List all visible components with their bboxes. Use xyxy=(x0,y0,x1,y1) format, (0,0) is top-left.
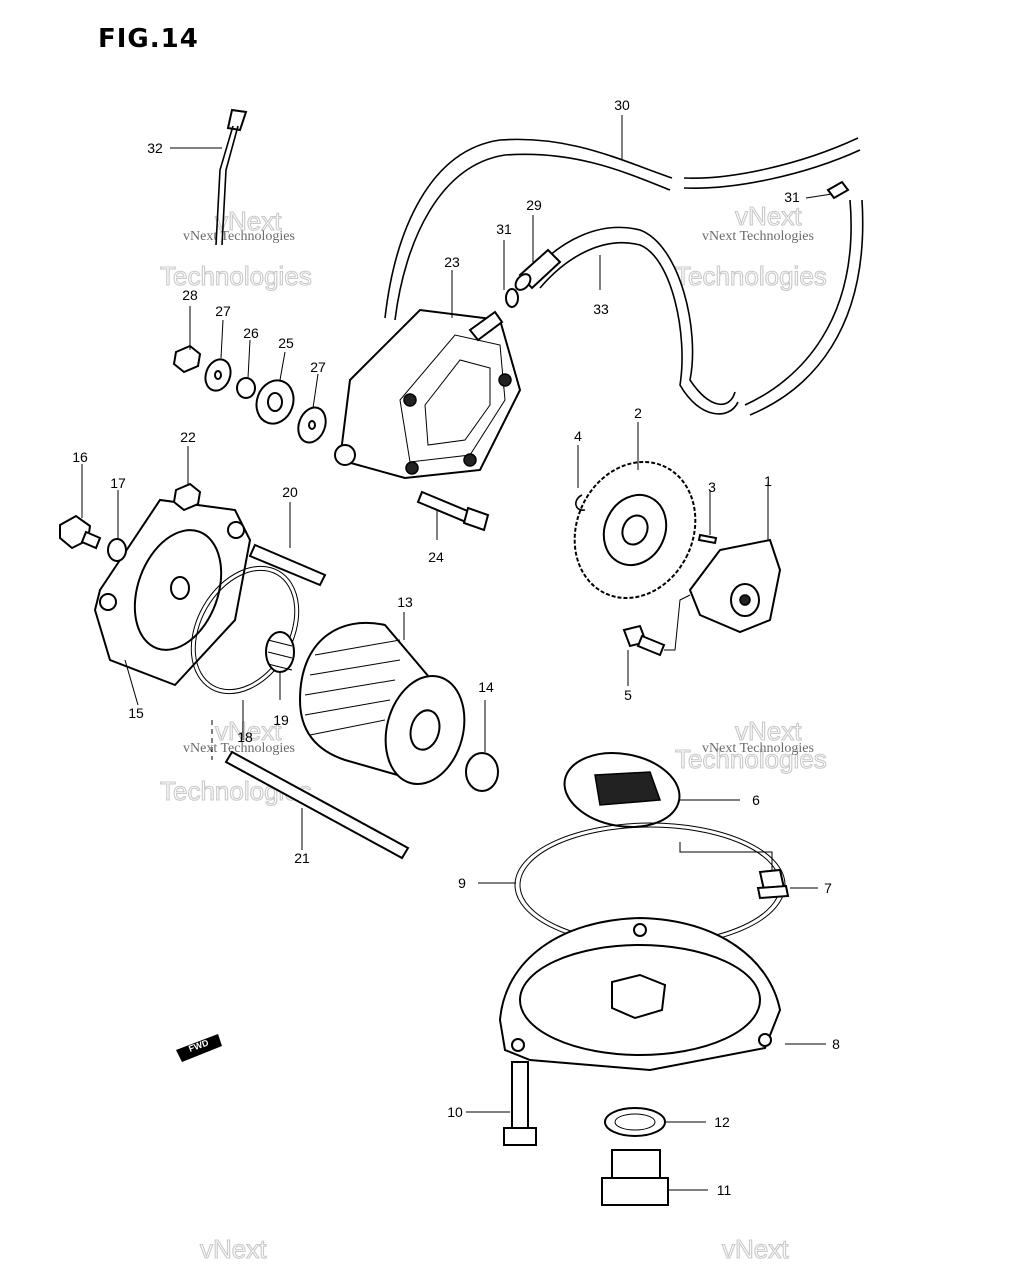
callout-26: 26 xyxy=(243,325,259,341)
part-17-washer xyxy=(107,538,127,562)
callout-16: 16 xyxy=(72,449,88,465)
watermark-company: vNext Technologies xyxy=(702,741,814,756)
part-30-hose xyxy=(384,137,861,321)
watermark-brand-bottom: Technologies xyxy=(675,744,827,774)
watermark-brand-bottom: Technologies xyxy=(160,261,312,291)
callout-23: 23 xyxy=(444,254,460,270)
part-3-pin xyxy=(697,533,718,545)
part-21-stud xyxy=(224,750,410,860)
callout-5: 5 xyxy=(624,687,632,703)
watermark-brand-top: vNext xyxy=(215,716,282,746)
part-26-collar xyxy=(236,377,256,399)
callout-4: 4 xyxy=(574,428,582,444)
part-16-bolt xyxy=(59,514,102,550)
callout-27-second: 27 xyxy=(310,359,326,375)
callout-19: 19 xyxy=(273,712,289,728)
callout-20: 20 xyxy=(282,484,298,500)
part-25-grommet xyxy=(255,379,295,425)
part-14-o-ring xyxy=(465,752,499,792)
callout-17: 17 xyxy=(110,475,126,491)
callout-8: 8 xyxy=(832,1036,840,1052)
part-23-pump xyxy=(334,308,522,480)
part-2-gear xyxy=(573,460,697,600)
callout-12: 12 xyxy=(714,1114,730,1130)
part-1-pump-body xyxy=(688,538,782,634)
callout-7: 7 xyxy=(824,880,832,896)
callout-labels: 1 2 3 4 5 6 7 8 9 10 11 12 13 14 15 16 1… xyxy=(72,97,840,1198)
part-24-bolt xyxy=(416,490,490,532)
watermark-brand-top: vNext xyxy=(200,1234,267,1264)
callout-30: 30 xyxy=(614,97,630,113)
callout-2: 2 xyxy=(634,405,642,421)
callout-14: 14 xyxy=(478,679,494,695)
callout-3: 3 xyxy=(708,479,716,495)
callout-31: 31 xyxy=(496,221,512,237)
callout-11: 11 xyxy=(717,1182,732,1198)
part-27-washer xyxy=(204,358,232,392)
callout-28: 28 xyxy=(182,287,198,303)
part-5-screw xyxy=(622,624,666,657)
part-15-cover xyxy=(93,498,252,687)
callout-33: 33 xyxy=(593,301,609,317)
watermark-company: vNext Technologies xyxy=(702,229,814,244)
part-4-clip xyxy=(575,494,586,511)
watermark-brand-top: vNext xyxy=(735,716,802,746)
part-28-nut xyxy=(172,344,202,374)
callout-32: 32 xyxy=(147,140,163,156)
callout-22: 22 xyxy=(180,429,196,445)
callout-10: 10 xyxy=(447,1104,463,1120)
part-7-bolt xyxy=(756,868,790,900)
part-22-nut xyxy=(172,482,202,512)
part-32-rod xyxy=(215,108,248,246)
callout-6: 6 xyxy=(752,792,760,808)
watermark-company: vNext Technologies xyxy=(183,229,295,244)
part-33-hose xyxy=(529,199,864,416)
watermark-brand-top: vNext xyxy=(215,206,282,236)
part-13-filter xyxy=(298,621,466,786)
part-10-bolt xyxy=(503,1061,537,1146)
part-6-strainer xyxy=(563,752,681,828)
watermark-brand-top: vNext xyxy=(735,201,802,231)
callout-13: 13 xyxy=(397,594,413,610)
watermark-brand-bottom: Technologies xyxy=(675,261,827,291)
watermark-company: vNext Technologies xyxy=(183,741,295,756)
part-20-stud xyxy=(248,543,327,587)
part-31-clip xyxy=(505,180,850,308)
callout-25: 25 xyxy=(278,335,294,351)
callout-1: 1 xyxy=(764,473,772,489)
watermark-brand-top: vNext xyxy=(722,1234,789,1264)
part-27-washer-2 xyxy=(297,406,327,444)
callout-24: 24 xyxy=(428,549,444,565)
part-8-oil-pan xyxy=(498,916,782,1072)
fwd-direction-badge: FWD xyxy=(176,1034,222,1062)
callout-29: 29 xyxy=(526,197,542,213)
part-19-spring xyxy=(265,631,295,673)
part-12-washer xyxy=(604,1107,666,1137)
callout-18: 18 xyxy=(237,729,253,745)
callout-21: 21 xyxy=(294,850,310,866)
callout-9: 9 xyxy=(458,875,466,891)
leader-lines xyxy=(81,115,833,1191)
callout-31-second: 31 xyxy=(784,189,800,205)
part-11-drain-plug xyxy=(601,1149,669,1206)
figure-title: FIG.14 xyxy=(98,24,199,54)
callout-27: 27 xyxy=(215,303,231,319)
part-29-fitting xyxy=(514,248,562,291)
watermark-group: vNext Technologies vNext Technologies vN… xyxy=(159,200,827,1264)
callout-15: 15 xyxy=(128,705,144,721)
